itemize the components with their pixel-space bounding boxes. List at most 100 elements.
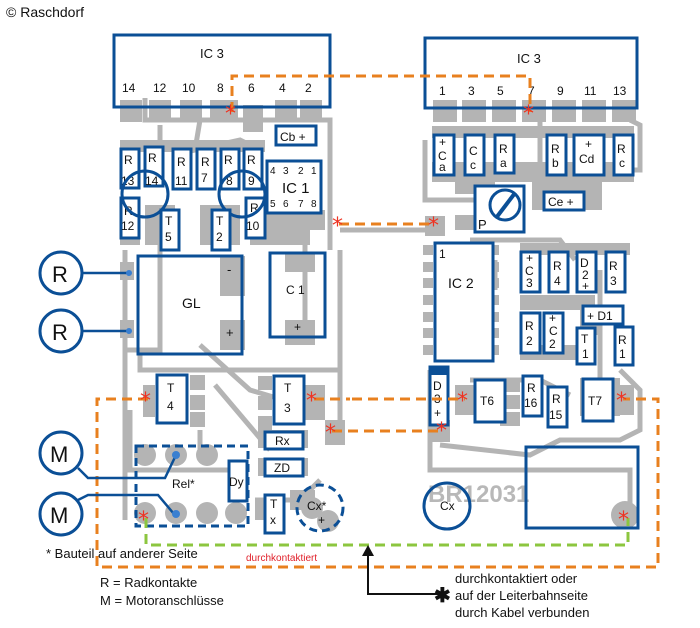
d1-diode	[581, 304, 625, 326]
c2-label: 2	[549, 337, 556, 351]
ca-label: +	[439, 135, 446, 149]
ic3-right-outline	[423, 36, 639, 110]
c1-label: C 1	[286, 283, 305, 297]
m-connector-1[interactable]	[38, 430, 84, 476]
c2-capacitor	[542, 311, 565, 355]
m-connector-2[interactable]	[38, 491, 84, 537]
relay-outline	[134, 444, 250, 528]
star-icon: *	[306, 389, 317, 414]
m-connector-2-label: M	[50, 503, 68, 528]
c2-label: +	[549, 311, 556, 325]
c1-capacitor	[268, 251, 327, 339]
m-connector-1-label: M	[50, 442, 68, 467]
through-plated-label: durchkontaktiert	[246, 553, 318, 564]
pin-label: 10	[182, 81, 196, 95]
t4-label-b: 4	[167, 399, 174, 413]
gl-minus: -	[227, 262, 231, 277]
star-icon: *	[332, 214, 343, 239]
r4-label: 4	[554, 274, 561, 288]
d3-label: +	[434, 406, 441, 420]
ic3-left-pins: 14 12 10 8 6 4 2	[122, 81, 312, 95]
t5-label-b: 5	[165, 230, 172, 244]
tx-label-a: T	[270, 497, 278, 511]
cd-capacitor	[572, 133, 606, 177]
m-wire-2	[77, 493, 175, 515]
ca-label: a	[439, 160, 446, 174]
r9-label-a: R	[247, 153, 256, 167]
t3-label-a: T	[284, 381, 292, 395]
wire-end-dot	[172, 451, 180, 459]
m-definition: M = Motoranschlüsse	[100, 593, 224, 608]
star-icon: *	[618, 508, 629, 533]
r8-label-a: R	[224, 153, 233, 167]
cc-label: c	[470, 158, 476, 172]
star-icon: *	[138, 508, 149, 533]
c3-label: +	[526, 251, 533, 265]
right-board: IC 3 1 3 5 7 9 11 13 + C a C c R a R b	[422, 36, 643, 531]
pin-label: 6	[248, 81, 255, 95]
t7-label: T7	[588, 394, 602, 408]
c3-label: 3	[526, 276, 533, 290]
pin-label: 1	[439, 84, 446, 98]
rc-resistor	[612, 133, 635, 177]
rb-resistor	[545, 133, 568, 177]
t2-label-b: 2	[216, 230, 223, 244]
r3-label: 3	[610, 274, 617, 288]
d2-label: 2	[582, 268, 589, 282]
star-icon: *	[457, 389, 468, 414]
r12-label-b: 12	[121, 219, 135, 233]
r7-label-b: 7	[201, 171, 208, 185]
wire-end-dot	[126, 270, 132, 276]
ic1-pin: 4	[270, 166, 276, 177]
cb-capacitor	[274, 124, 318, 147]
m-wire-1	[77, 454, 178, 480]
d2-label: +	[582, 279, 589, 293]
d3-cathode-band	[430, 367, 448, 375]
r15-label: 15	[549, 408, 563, 422]
r1-resistor	[613, 325, 635, 367]
note-other-side: * Bauteil auf anderer Seite	[46, 546, 198, 561]
cb-label: Cb +	[280, 130, 306, 144]
p-label: P	[478, 217, 487, 232]
ic3-left-label: IC 3	[200, 46, 224, 61]
t7-transistor	[581, 377, 615, 423]
t1-label: T	[581, 332, 589, 346]
pin-label: 13	[613, 84, 627, 98]
c3-capacitor	[519, 250, 542, 294]
ic1-pin: 5	[270, 199, 276, 210]
tx-label-b: x	[270, 513, 276, 527]
rc-label: c	[619, 156, 625, 170]
t2-label-a: T	[216, 214, 224, 228]
r4-label: R	[553, 259, 562, 273]
r13	[119, 147, 141, 190]
ic3-right-label: IC 3	[517, 51, 541, 66]
r1-label: 1	[619, 347, 626, 361]
rx-label: Rx	[275, 434, 290, 448]
ra-label: a	[500, 156, 507, 170]
dy-label: Dy	[229, 475, 244, 489]
r16-resistor	[521, 374, 544, 418]
pin-label: 7	[528, 84, 535, 98]
left-board: IC 3 14 12 10 8 6 4 2 Cb + R 13 R 14 R 1…	[112, 33, 430, 535]
r-definition: R = Radkontakte	[100, 575, 198, 590]
wire-end-dot	[172, 510, 180, 518]
green-link	[144, 518, 630, 547]
bridge-circle-right	[217, 169, 267, 219]
r3-label: R	[609, 259, 618, 273]
rb-label: R	[551, 142, 560, 156]
r16-label: R	[527, 381, 536, 395]
pin-label: 5	[497, 84, 504, 98]
r-connector-2-label: R	[52, 320, 68, 345]
star-note-line-2: auf der Leiterbahnseite	[455, 588, 588, 603]
cc-capacitor	[463, 133, 486, 177]
rx-resistor	[263, 430, 305, 451]
r7-label-a: R	[201, 155, 210, 169]
ic1-pin: 8	[311, 199, 317, 210]
t6-transistor	[473, 378, 507, 424]
ic1	[265, 159, 323, 215]
r11-label-b: 11	[175, 174, 188, 188]
c2-label: C	[549, 324, 558, 338]
r11-label-a: R	[177, 155, 186, 169]
motor-pad-area	[524, 445, 640, 530]
r2-label: R	[525, 319, 534, 333]
